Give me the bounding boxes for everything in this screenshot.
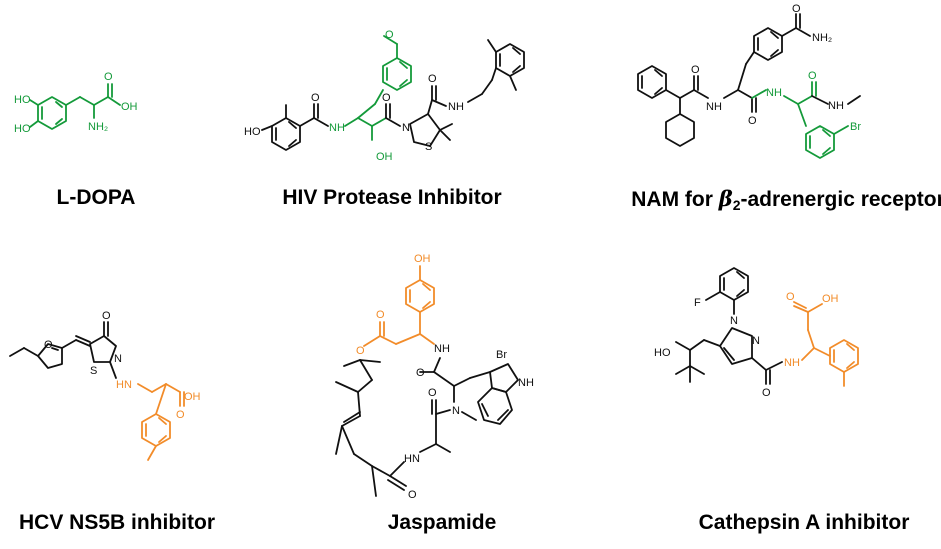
atom-label: O bbox=[102, 310, 111, 322]
atom-label: OH bbox=[822, 293, 839, 305]
atom-label: O bbox=[416, 367, 425, 379]
atom-label: N bbox=[114, 353, 122, 365]
caption-cathepsin-a-inhibitor: Cathepsin A inhibitor bbox=[698, 511, 910, 534]
atom-label: N bbox=[752, 335, 760, 347]
atom-label: O bbox=[104, 71, 113, 83]
atom-label: OH bbox=[376, 151, 393, 163]
caption-nam-prefix: NAM for bbox=[631, 188, 719, 211]
atom-label: N bbox=[452, 405, 460, 417]
atom-label: O bbox=[762, 387, 771, 399]
atom-label: OH bbox=[184, 391, 201, 403]
atom-label: HO bbox=[14, 123, 31, 135]
atom-label: N bbox=[402, 122, 410, 134]
atom-label: NH₂ bbox=[88, 121, 108, 133]
structure-nam-beta2: O NH O NH₂ O NH Br O NH bbox=[637, 3, 861, 159]
atom-label: O bbox=[428, 73, 437, 85]
caption-ldopa: L-DOPA bbox=[56, 186, 136, 209]
caption-nam-suffix: -adrenergic receptor bbox=[740, 188, 941, 211]
caption-nam-subscript: 2 bbox=[732, 197, 741, 213]
atom-label: O bbox=[428, 387, 437, 399]
caption-nam-beta: β bbox=[718, 186, 733, 211]
atom-label: NH bbox=[329, 122, 345, 134]
atom-label: O bbox=[808, 70, 817, 82]
atom-label: O bbox=[748, 115, 757, 127]
atom-label: O bbox=[408, 489, 417, 501]
atom-label: O bbox=[792, 3, 801, 15]
atom-label: O bbox=[311, 92, 320, 104]
atom-label: O bbox=[382, 92, 391, 104]
caption-jaspamide: Jaspamide bbox=[387, 511, 497, 534]
structure-jaspamide: OH O O NH O Br NH N O bbox=[335, 253, 534, 501]
atom-label: HN bbox=[116, 379, 132, 391]
atom-label: OH bbox=[121, 101, 138, 113]
atom-label: Br bbox=[496, 349, 507, 361]
atom-label: N bbox=[730, 315, 738, 327]
caption-nam-beta2: NAM for β2-adrenergic receptor bbox=[631, 186, 941, 213]
structure-hcv-ns5b-inhibitor: O O N S HN OH O bbox=[9, 310, 201, 461]
atom-label: NH bbox=[784, 357, 800, 369]
atom-label: O bbox=[786, 291, 795, 303]
atom-label: F bbox=[694, 297, 701, 309]
atom-label: HO bbox=[244, 126, 261, 138]
caption-hcv-ns5b-inhibitor: HCV NS5B inhibitor bbox=[18, 511, 216, 534]
atom-label: NH bbox=[518, 377, 534, 389]
structure-ldopa: HO HO O OH NH₂ bbox=[14, 71, 138, 135]
structure-hiv-protease-inhibitor: HO O NH OH O O N S O NH bbox=[244, 29, 525, 163]
atom-label: NH₂ bbox=[812, 32, 832, 44]
atom-label: HN bbox=[404, 453, 420, 465]
atom-label: O bbox=[691, 64, 700, 76]
atom-label: NH bbox=[706, 101, 722, 113]
atom-label: NH bbox=[434, 343, 450, 355]
caption-hiv-protease-inhibitor: HIV Protease Inhibitor bbox=[282, 186, 502, 209]
atom-label: S bbox=[425, 141, 432, 153]
atom-label: O bbox=[376, 309, 385, 321]
atom-label: OH bbox=[414, 253, 431, 265]
atom-label: S bbox=[90, 365, 97, 377]
structure-cathepsin-a-inhibitor: F N N HO O NH O OH bbox=[654, 267, 859, 399]
atom-label: NH bbox=[448, 101, 464, 113]
atom-label: HO bbox=[14, 94, 31, 106]
atom-label: O bbox=[356, 345, 365, 357]
atom-label: Br bbox=[850, 121, 861, 133]
atom-label: NH bbox=[766, 87, 782, 99]
atom-label: O bbox=[176, 409, 185, 421]
atom-label: NH bbox=[828, 100, 844, 112]
atom-label: O bbox=[44, 339, 53, 351]
atom-label: O bbox=[385, 29, 394, 41]
atom-label: HO bbox=[654, 347, 671, 359]
